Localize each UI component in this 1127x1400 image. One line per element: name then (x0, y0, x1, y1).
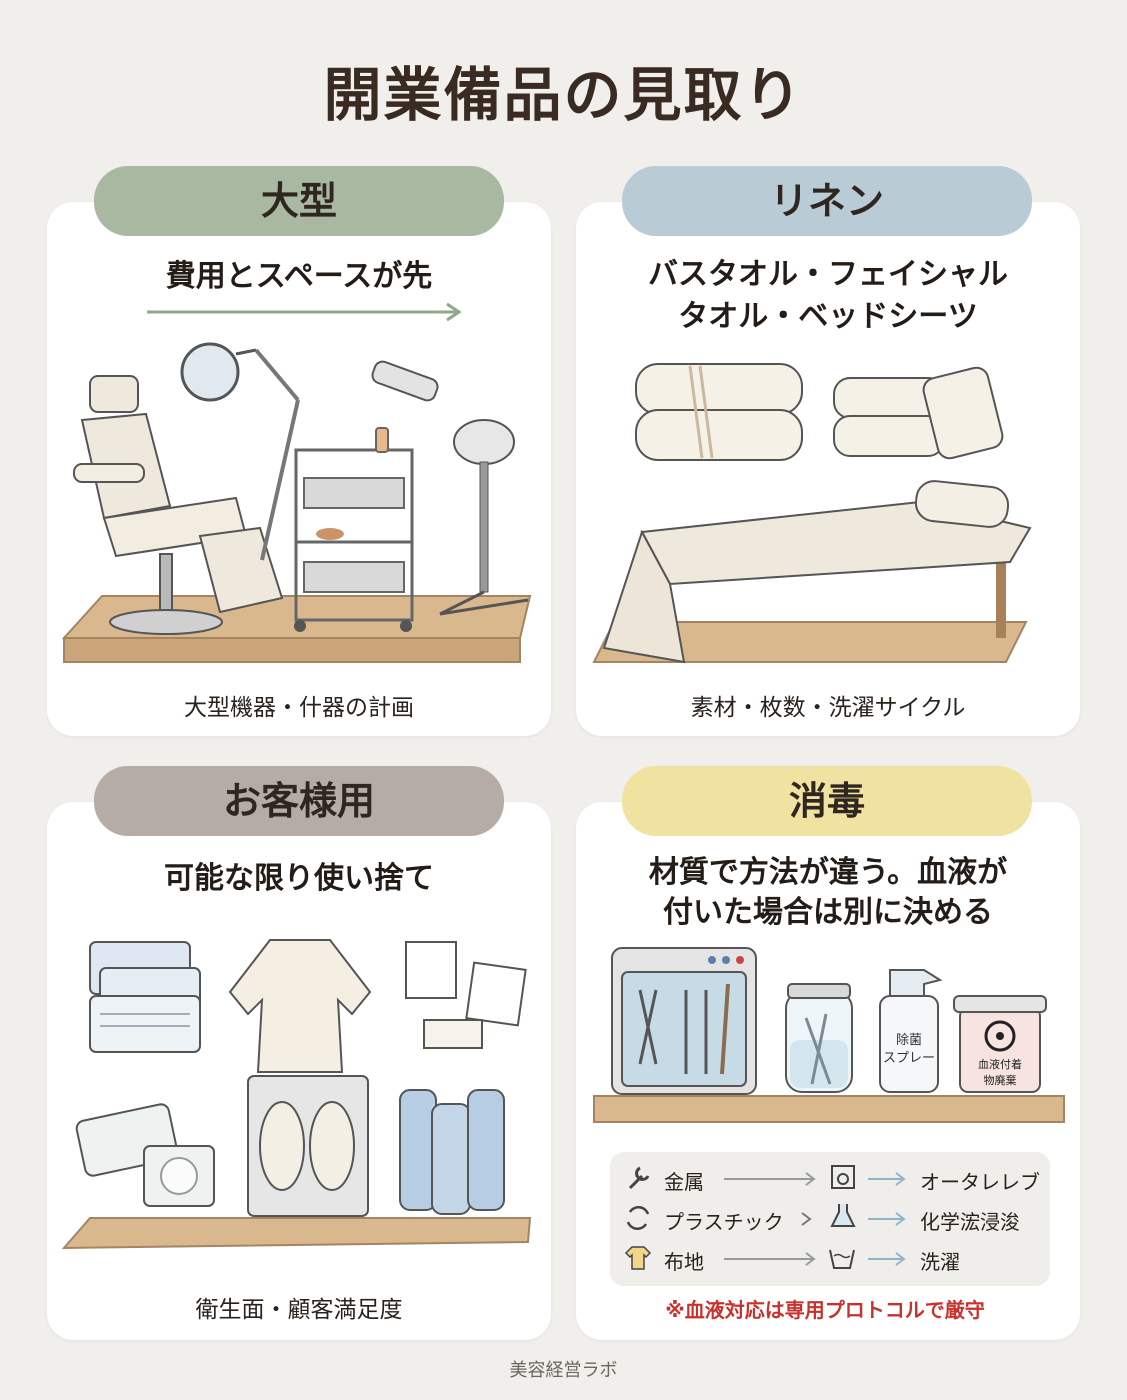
pill-disinfect: 消毒 (622, 766, 1032, 836)
arrow-icon (147, 302, 462, 322)
flask-icon (830, 1204, 856, 1227)
legend-method: 化学浤浸浚 (920, 1210, 1020, 1234)
caption-linen: 素材・枚数・洗濯サイクル (690, 695, 966, 721)
bed-sheet-icon (592, 480, 1032, 664)
subtitle-linen-line1: バスタオル・フェイシャル (648, 257, 1008, 292)
shirt-icon (624, 1246, 652, 1270)
pill-linen: リネン (622, 166, 1032, 236)
magnifier-lamp-icon (180, 342, 300, 561)
guest-items-illustration (61, 939, 532, 1250)
arrow-icon (868, 1252, 906, 1266)
blood-protocol-warning: ※血液対応は専用プロトコルで厳守 (665, 1298, 985, 1322)
legend-material: プラスチック (664, 1210, 784, 1234)
disinfection-method-legend: 金属 オータレレブ プラスチック 化学浤浸浚 布地 洗濯 (610, 1152, 1050, 1286)
legend-row-plastic: プラスチック 化学浤浸浚 (624, 1200, 1044, 1236)
linen-illustration (592, 363, 1032, 664)
trolley-cart-icon (294, 427, 414, 632)
caption-guest: 衛生面・顧客満足度 (195, 1297, 403, 1323)
subtitle-disinfect-line1: 材質で方法が違う。血液が (648, 855, 1008, 890)
subtitle-guest: 可能な限り使い捨て (164, 861, 434, 896)
pill-guest: お客様用 (94, 766, 504, 836)
disinfectant-jar-icon (785, 983, 853, 1093)
arrow-icon (868, 1172, 906, 1186)
autoclave-icon (831, 1165, 855, 1189)
subtitle-large: 費用とスペースが先 (165, 259, 433, 294)
legend-row-metal: 金属 オータレレブ (624, 1160, 1044, 1196)
page-title: 開業備品の見取り (323, 61, 804, 129)
subtitle-disinfect-line2: 付いた場合は別に決める (663, 895, 993, 930)
water-bottles-icon (399, 1089, 505, 1215)
legend-method: 洗濯 (920, 1250, 960, 1274)
disposable-gown-icon (228, 939, 372, 1073)
plastic-icon (626, 1205, 650, 1231)
legend-method: オータレレブ (920, 1170, 1040, 1194)
wet-wipes-icon (75, 1103, 215, 1207)
disposable-slippers-icon (247, 1075, 369, 1217)
legend-row-fabric: 布地 洗濯 (624, 1240, 1044, 1276)
biohazard-bin-icon: 血液付着 物廃棄 (953, 995, 1047, 1093)
uv-sterilizer-icon (611, 947, 757, 1095)
footer-brand: 美容経営ラボ (509, 1360, 618, 1381)
pill-large: 大型 (94, 166, 504, 236)
arrow-icon (868, 1212, 906, 1226)
large-equipment-illustration (61, 342, 532, 663)
chevron-right-icon (801, 1212, 812, 1226)
caption-large: 大型機器・什器の計画 (184, 695, 414, 721)
spray-label-line2: スプレー (883, 1051, 935, 1066)
disposable-mask-icon (89, 941, 201, 1053)
spray-bottle-icon: 除菌 スプレー (879, 969, 943, 1093)
spray-label-line1: 除菌 (896, 1033, 922, 1048)
legend-material: 布地 (664, 1250, 704, 1274)
bin-label-line1: 血液付着 (978, 1057, 1022, 1071)
wash-tub-icon (829, 1249, 855, 1269)
facial-chair-icon (73, 375, 284, 635)
legend-material: 金属 (664, 1170, 704, 1194)
bin-label-line2: 物廃棄 (984, 1073, 1017, 1087)
disinfection-illustration: 除菌 スプレー 血液付着 物廃棄 (593, 947, 1065, 1123)
facial-towels-icon (833, 366, 1004, 460)
arrow-icon (724, 1252, 816, 1266)
wrench-icon (628, 1166, 650, 1190)
subtitle-linen-line2: タオル・ベッドシーツ (678, 299, 978, 334)
arrow-icon (724, 1172, 816, 1186)
folded-towels-icon (635, 363, 803, 461)
cotton-pads-icon (405, 941, 527, 1049)
facial-steamer-icon (371, 360, 529, 616)
